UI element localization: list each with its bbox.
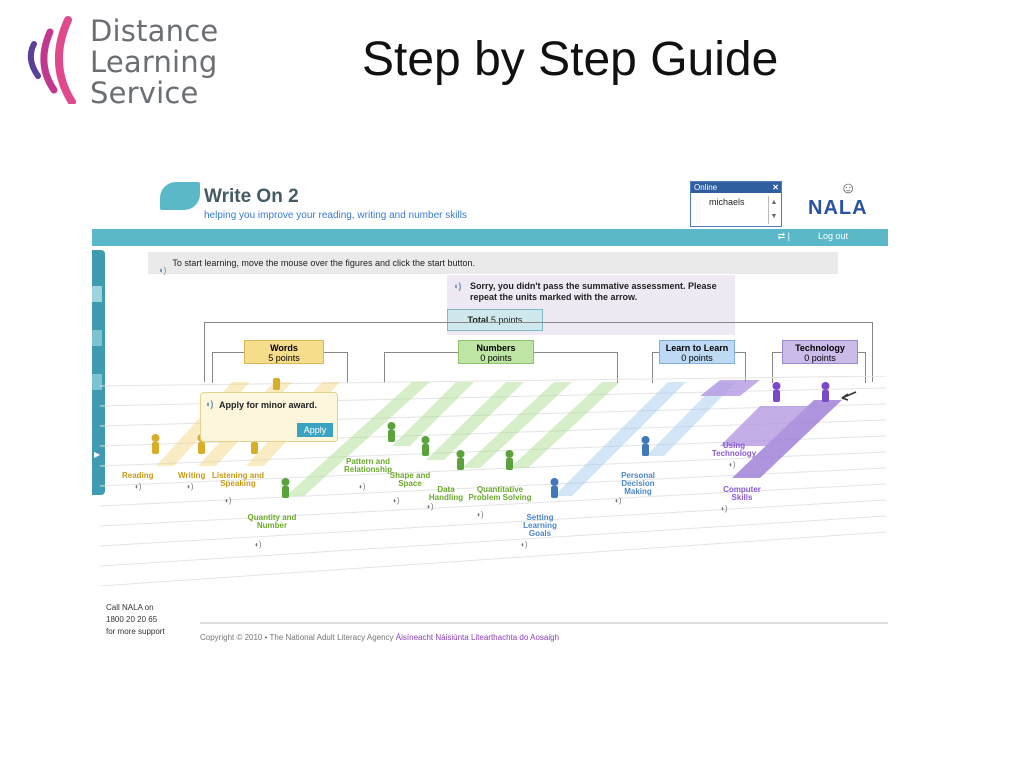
nala-figure-icon: ☺: [840, 180, 857, 197]
category-points: 0 points: [804, 353, 836, 363]
instruction-text: To start learning, move the mouse over t…: [172, 258, 475, 268]
dls-arcs-icon: [27, 16, 76, 104]
footer-divider: [200, 622, 888, 624]
sorry-text: Sorry, you didn't pass the summative ass…: [470, 281, 717, 302]
instruction-bar: ◖) To start learning, move the mouse ove…: [148, 252, 838, 275]
unit-reading[interactable]: Reading: [122, 471, 154, 480]
distance-learning-logo: Distance Learning Service: [14, 10, 234, 110]
logout-link[interactable]: Log out: [817, 231, 848, 241]
support-info: Call NALA on 1800 20 20 65 for more supp…: [106, 602, 165, 638]
speaker-icon[interactable]: ◖): [134, 482, 142, 491]
unit-shape[interactable]: Shape and Space: [389, 471, 431, 488]
speaker-icon[interactable]: ◖): [426, 502, 434, 511]
category-name: Learn to Learn: [665, 343, 729, 353]
speaker-icon[interactable]: ◖): [476, 510, 484, 519]
close-icon[interactable]: ✕: [772, 183, 779, 192]
category-points: 5 points: [268, 353, 300, 363]
app-tagline: helping you improve your reading, writin…: [204, 210, 467, 221]
category-points: 0 points: [681, 353, 713, 363]
speaker-icon[interactable]: ◖): [720, 504, 728, 513]
slide-title: Step by Step Guide: [362, 33, 779, 86]
unit-computer-skills[interactable]: Computer Skills: [723, 485, 761, 502]
side-tab[interactable]: [92, 374, 102, 390]
support-line: for more support: [106, 627, 165, 636]
online-header: Online ✕: [691, 182, 781, 193]
unit-goals[interactable]: Setting Learning Goals: [523, 513, 557, 538]
total-points-box: Total 5 points: [447, 309, 543, 331]
logo-line-3: Service: [90, 76, 199, 110]
minor-award-text: Apply for minor award.: [219, 400, 318, 410]
online-user: michaels: [709, 197, 745, 207]
unit-using-technology[interactable]: Using Technology: [711, 441, 757, 458]
expand-arrow-icon[interactable]: ▶: [94, 450, 101, 459]
tree-line: [204, 322, 205, 382]
speaker-icon[interactable]: ◖): [392, 496, 400, 505]
speaker-icon[interactable]: ◖): [205, 399, 214, 409]
side-tab[interactable]: [92, 330, 102, 346]
category-name: Numbers: [476, 343, 516, 353]
online-panel: Online ✕ michaels ▲▼: [690, 181, 782, 227]
total-label: Total: [467, 315, 489, 325]
nala-logo: NALA: [808, 197, 868, 219]
unit-listening[interactable]: Listening and Speaking: [212, 471, 264, 488]
copyright: Copyright © 2010 • The National Adult Li…: [200, 633, 559, 642]
unit-quantity[interactable]: Quantity and Number: [247, 513, 297, 530]
speaker-icon[interactable]: ◖): [614, 496, 622, 505]
top-bar: ⇄ | Log out: [92, 229, 888, 246]
category-name: Technology: [795, 343, 845, 353]
logo-line-1: Distance: [90, 14, 219, 48]
tree-line: [872, 322, 873, 382]
total-value: 5 points: [490, 315, 523, 325]
speaker-icon[interactable]: ◖): [254, 540, 262, 549]
write-on-logo-icon: [160, 182, 200, 210]
unit-quantitative[interactable]: Quantitative Problem Solving: [468, 485, 532, 502]
speaker-icon[interactable]: ◖): [520, 540, 528, 549]
app-title: Write On 2: [204, 186, 299, 207]
side-panel[interactable]: ▶: [92, 250, 105, 495]
side-tab[interactable]: [92, 286, 102, 302]
speaker-icon[interactable]: ◖): [728, 460, 736, 469]
category-name: Words: [270, 343, 298, 353]
support-line: Call NALA on: [106, 603, 154, 612]
speaker-icon[interactable]: ◖): [453, 281, 462, 291]
unit-pattern[interactable]: Pattern and Relationship: [343, 457, 392, 474]
speaker-icon[interactable]: ◖): [158, 264, 167, 275]
category-points: 0 points: [480, 353, 512, 363]
online-label: Online: [694, 183, 718, 192]
write-on-screenshot: Write On 2 helping you improve your read…: [92, 176, 890, 646]
minor-award-popup: ◖) Apply for minor award. Apply: [200, 392, 338, 442]
tree-line: [204, 322, 872, 323]
speaker-icon[interactable]: ◖): [358, 482, 366, 491]
speaker-icon[interactable]: ◖): [224, 496, 232, 505]
copyright-irish: Áisíneacht Náisiúnta Litearthachta do Ao…: [395, 633, 560, 642]
copyright-text: Copyright © 2010 • The National Adult Li…: [200, 633, 394, 642]
unit-personal[interactable]: Personal Decision Making: [621, 471, 655, 496]
support-phone: 1800 20 20 65: [106, 615, 158, 624]
apply-button[interactable]: Apply: [297, 423, 333, 437]
unit-data[interactable]: Data Handling: [428, 485, 464, 502]
unit-writing[interactable]: Writing: [178, 471, 206, 480]
scrollbar[interactable]: ▲▼: [768, 196, 779, 224]
language-icon[interactable]: ⇄ |: [777, 231, 790, 241]
logo-line-2: Learning: [90, 45, 218, 79]
speaker-icon[interactable]: ◖): [186, 482, 194, 491]
